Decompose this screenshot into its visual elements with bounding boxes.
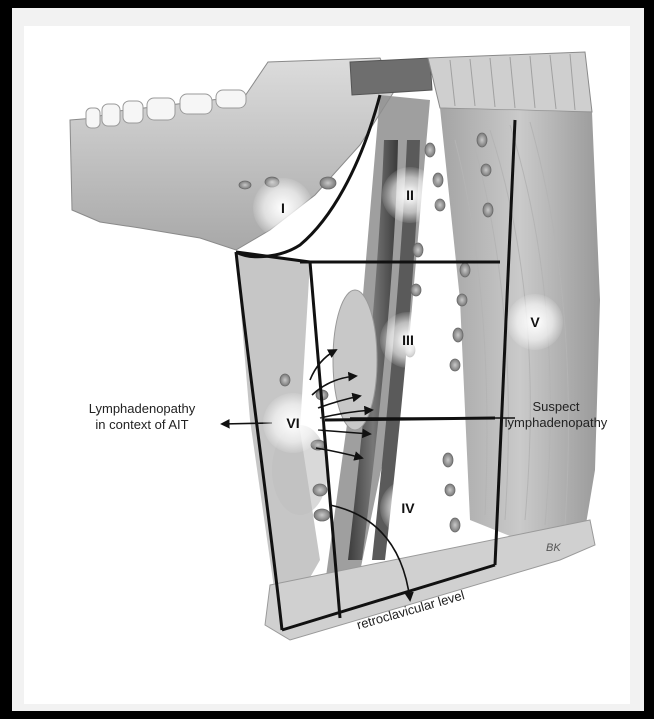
level-i-label: I [281, 200, 285, 216]
mandible [70, 58, 395, 250]
level-iv-label: IV [401, 500, 414, 516]
annotation-lymphadenopathy-ait: Lymphadenopathy in context of AIT [62, 401, 222, 433]
annotation-left-line1: Lymphadenopathy [62, 401, 222, 417]
artist-signature: BK [546, 540, 561, 556]
annotation-right-line1: Suspect [486, 399, 626, 415]
level-ii-label: II [406, 187, 414, 203]
level-iii-label: III [402, 332, 414, 348]
annotation-right-line2: lymphadenopathy [486, 415, 626, 431]
skull-base [350, 58, 432, 95]
level-v-label: V [530, 314, 539, 330]
level-vi-label: VI [286, 415, 299, 431]
annotation-suspect-lymphadenopathy: Suspect lymphadenopathy [486, 399, 626, 431]
thyroid [333, 290, 377, 430]
annotation-left-line2: in context of AIT [62, 417, 222, 433]
